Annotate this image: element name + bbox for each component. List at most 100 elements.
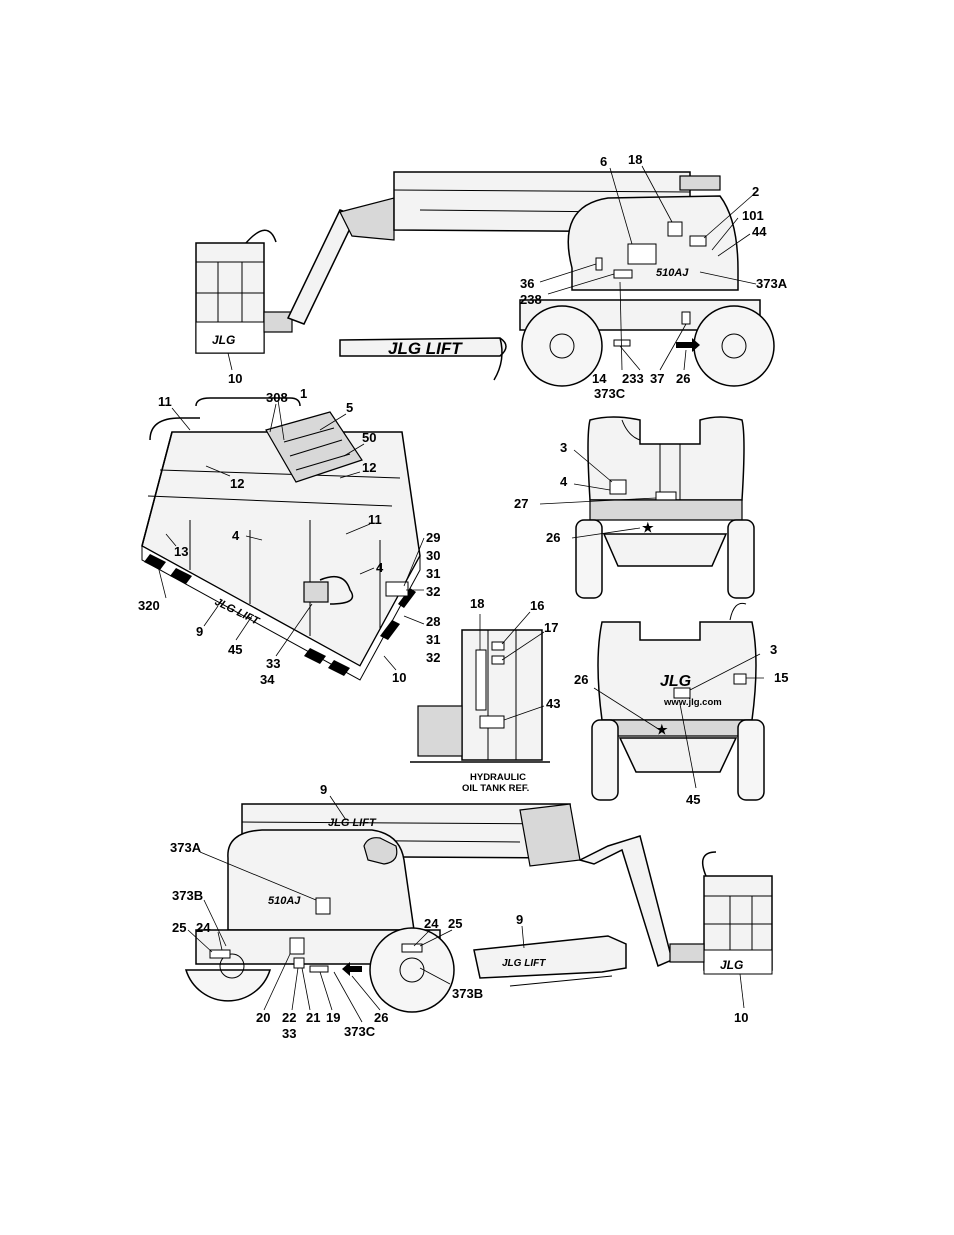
decal-15 [733, 673, 747, 685]
callout: 14 [592, 371, 607, 386]
callout: 33 [282, 1026, 296, 1041]
rear-tire-left [575, 519, 603, 599]
front-url: www.jlg.com [663, 697, 722, 708]
callout: 31 [426, 632, 440, 647]
star-mark: ★ [642, 520, 654, 535]
rear-tire-right [727, 519, 755, 599]
callout: 45 [686, 792, 700, 807]
front-tire-right [737, 719, 765, 801]
callout: 44 [752, 224, 767, 239]
callout: 32 [426, 650, 440, 665]
callout: 373B [452, 986, 483, 1001]
callout: 50 [362, 430, 376, 445]
turntable [567, 195, 739, 291]
side-view-top: JLG 510AJ JLG LIFT [195, 152, 788, 401]
callout: 13 [174, 544, 188, 559]
callout: 101 [742, 208, 764, 223]
callout: 19 [326, 1010, 340, 1025]
callout: 29 [426, 530, 440, 545]
wheel-front [521, 305, 603, 387]
decal-20 [289, 937, 305, 955]
wheel-right-bottom [369, 927, 455, 1013]
decal-21 [293, 957, 305, 969]
callout: 24 [196, 920, 211, 935]
callout: 26 [574, 672, 588, 687]
callout: 373A [756, 276, 788, 291]
model-name: 510AJ [656, 267, 689, 279]
decal-32 [385, 581, 409, 597]
callout: 5 [346, 400, 353, 415]
star-mark: ★ [656, 722, 668, 737]
callout: 30 [426, 548, 440, 563]
callout: 26 [374, 1010, 388, 1025]
decal-238 [613, 269, 633, 279]
decal-2 [689, 235, 707, 247]
callout: 1 [300, 386, 307, 401]
callout: 373A [170, 840, 202, 855]
tank-caption-line2: OIL TANK REF. [462, 783, 529, 794]
tank-caption-line1: HYDRAULIC [470, 772, 526, 783]
callout: 20 [256, 1010, 270, 1025]
platform-top-view: JLG [195, 229, 293, 354]
callout: 36 [520, 276, 534, 291]
callout: 37 [650, 371, 664, 386]
callout: 10 [228, 371, 242, 386]
decal-16 [491, 641, 505, 651]
callout: 16 [530, 598, 544, 613]
callout: 18 [470, 596, 484, 611]
model-name-bottom: 510AJ [268, 895, 301, 907]
hydraulic-tank-view: 18 16 17 43 HYDRAULIC OIL TANK REF. [410, 596, 560, 794]
callout: 12 [230, 476, 244, 491]
boom-decal-bottom: JLG LIFT [328, 817, 377, 829]
platform-logo-bottom: JLG [720, 958, 743, 972]
decal-17 [491, 655, 505, 665]
callout: 3 [770, 642, 777, 657]
boom-decal-text: JLG LIFT [388, 339, 463, 358]
decal-19 [309, 965, 329, 973]
callout: 26 [546, 530, 560, 545]
decal-3-front [673, 687, 691, 699]
sight-gauge [475, 649, 487, 711]
callout: 320 [138, 598, 160, 613]
callout: 373C [594, 386, 626, 401]
callout: 2 [752, 184, 759, 199]
callout: 45 [228, 642, 242, 657]
callout: 9 [320, 782, 327, 797]
callout: 28 [426, 614, 440, 629]
callout: 9 [196, 624, 203, 639]
decal-6 [627, 243, 657, 265]
arrow-decal-26 [676, 338, 700, 352]
decal-233 [613, 339, 631, 347]
boom-detail-text-bottom: JLG LIFT [502, 958, 546, 969]
callout: 9 [516, 912, 523, 927]
callout: 43 [546, 696, 560, 711]
callout: 17 [544, 620, 558, 635]
decal-24-25-right [401, 943, 423, 953]
decal-36 [595, 257, 603, 271]
callout: 31 [426, 566, 440, 581]
front-logo: JLG [660, 673, 691, 690]
callout: 3 [560, 440, 567, 455]
decal-43 [479, 715, 505, 729]
callout: 4 [376, 560, 384, 575]
callout: 21 [306, 1010, 320, 1025]
control-console [265, 411, 363, 483]
front-tire-left [591, 719, 619, 801]
decal-373A-bottom [315, 897, 331, 915]
callout: 25 [448, 916, 462, 931]
callout: 25 [172, 920, 186, 935]
callout: 4 [560, 474, 568, 489]
rear-view: ★ 3 4 27 26 [514, 416, 755, 599]
callout: 22 [282, 1010, 296, 1025]
arrow-decal-26-bottom [342, 962, 362, 976]
callout: 238 [520, 292, 542, 307]
callout: 4 [232, 528, 240, 543]
decal-24-25-left [209, 949, 231, 959]
footswitch [303, 581, 329, 603]
platform-logo: JLG [212, 333, 235, 347]
callout: 32 [426, 584, 440, 599]
boom-knuckle [339, 197, 395, 241]
side-view-bottom: JLG LIFT JLG 510AJ JLG LIFT [170, 782, 773, 1041]
callout: 24 [424, 916, 439, 931]
